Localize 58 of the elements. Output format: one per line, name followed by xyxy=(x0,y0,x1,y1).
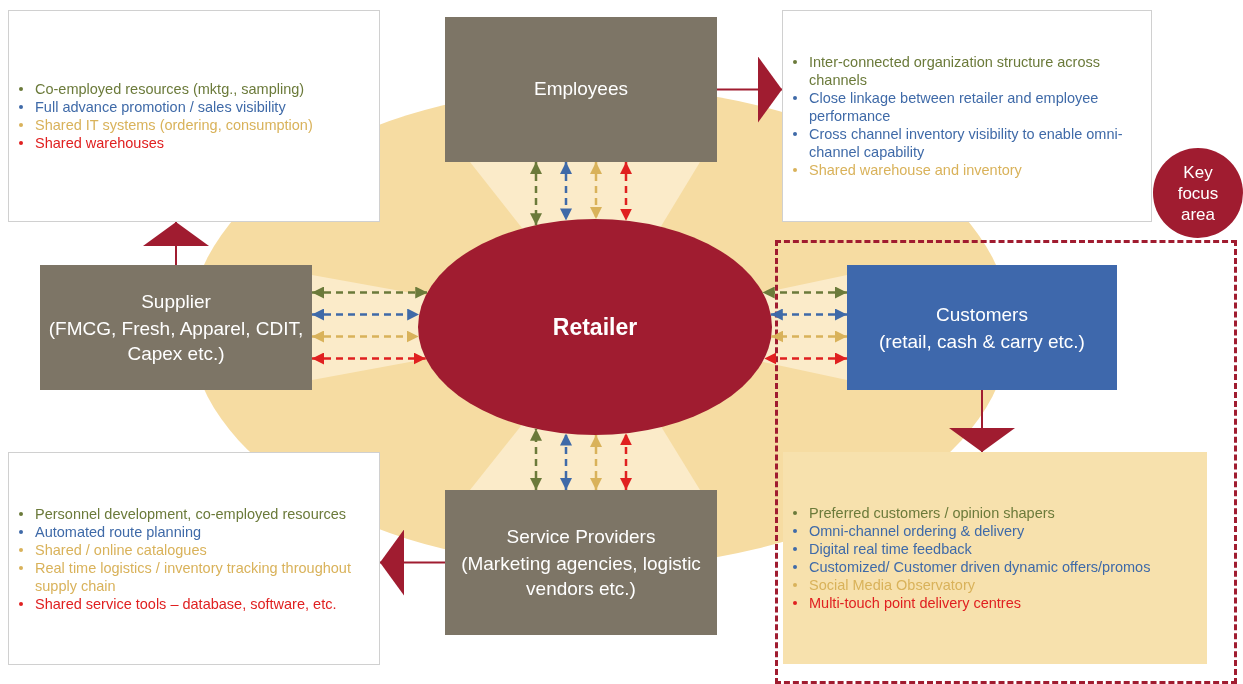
bullet-item: Real time logistics / inventory tracking throughout supply chain xyxy=(35,559,351,594)
circle-label: Key focus area xyxy=(1176,161,1220,225)
notes-panel xyxy=(8,452,380,665)
notes-panel xyxy=(783,452,1207,664)
pointer-arrow xyxy=(716,56,783,123)
bullet-item: Omni-channel ordering & delivery xyxy=(809,523,1025,539)
double-arrow xyxy=(620,162,632,221)
focus-circle xyxy=(1153,148,1243,238)
double-arrow xyxy=(312,352,426,365)
entity-title: Employees xyxy=(534,77,628,101)
notes-panel xyxy=(782,10,1152,222)
entity-box xyxy=(847,265,1117,390)
bullet-item: Customized/ Customer driven dynamic offers/promos xyxy=(809,559,1151,575)
bullet-item: Inter-connected organization structure across channels xyxy=(809,54,1100,88)
double-arrow xyxy=(762,286,847,299)
double-arrow xyxy=(771,330,847,343)
bullet-item: Close linkage between retailer and employee performance xyxy=(809,90,1099,124)
double-arrow xyxy=(560,162,572,221)
double-arrow xyxy=(560,433,572,490)
ellipse-label: Retailer xyxy=(552,313,638,341)
bullet-item: Shared / online catalogues xyxy=(35,541,207,558)
pointer-arrow xyxy=(143,221,209,266)
double-arrow xyxy=(312,286,428,299)
entity-title: Service Providers xyxy=(506,525,656,549)
dashed-region xyxy=(775,240,1237,684)
entity-subtitle: (Marketing agencies, logistic vendors etc.) xyxy=(460,552,702,601)
double-arrow xyxy=(530,428,542,490)
double-arrow xyxy=(770,308,847,321)
bullet-item: Shared warehouse and inventory xyxy=(809,162,1022,178)
entity-subtitle: (FMCG, Fresh, Apparel, CDIT, Capex etc.) xyxy=(47,317,305,366)
bullet-item: Automated route planning xyxy=(35,523,202,540)
bullet-item: Multi-touch point delivery centres xyxy=(809,595,1021,611)
entity-title: Customers xyxy=(936,302,1028,327)
entity-title: Supplier xyxy=(141,290,211,314)
notes-panel xyxy=(8,10,380,222)
entity-subtitle: (retail, cash & carry etc.) xyxy=(879,329,1085,354)
entity-box xyxy=(445,17,717,162)
double-arrow xyxy=(764,352,847,365)
bullet-item: Shared warehouses xyxy=(35,135,164,151)
bullet-item: Co-employed resources (mktg., sampling) xyxy=(35,81,305,97)
bullet-item: Preferred customers / opinion shapers xyxy=(809,505,1055,521)
bullet-item: Full advance promotion / sales visibility xyxy=(35,99,286,115)
double-arrow xyxy=(530,162,542,226)
bullet-item: Personnel development, co-employed resources xyxy=(35,505,347,522)
bullet-item: Social Media Observatory xyxy=(809,577,975,593)
double-arrow xyxy=(312,308,420,321)
bullet-item: Digital real time feedback xyxy=(809,541,972,557)
double-arrow xyxy=(590,435,602,490)
bullet-item: Cross channel inventory visibility to enable omni-channel capability xyxy=(809,126,1123,160)
double-arrow xyxy=(620,433,632,490)
double-arrow xyxy=(312,330,419,343)
bullet-item: Shared IT systems (ordering, consumption) xyxy=(35,117,313,133)
entity-box xyxy=(40,265,312,390)
bullet-item: Shared service tools – database, software, etc. xyxy=(35,595,337,612)
pointer-arrow xyxy=(949,389,1015,453)
double-arrow xyxy=(590,162,602,219)
pointer-arrow xyxy=(379,529,446,596)
entity-box xyxy=(445,490,717,635)
